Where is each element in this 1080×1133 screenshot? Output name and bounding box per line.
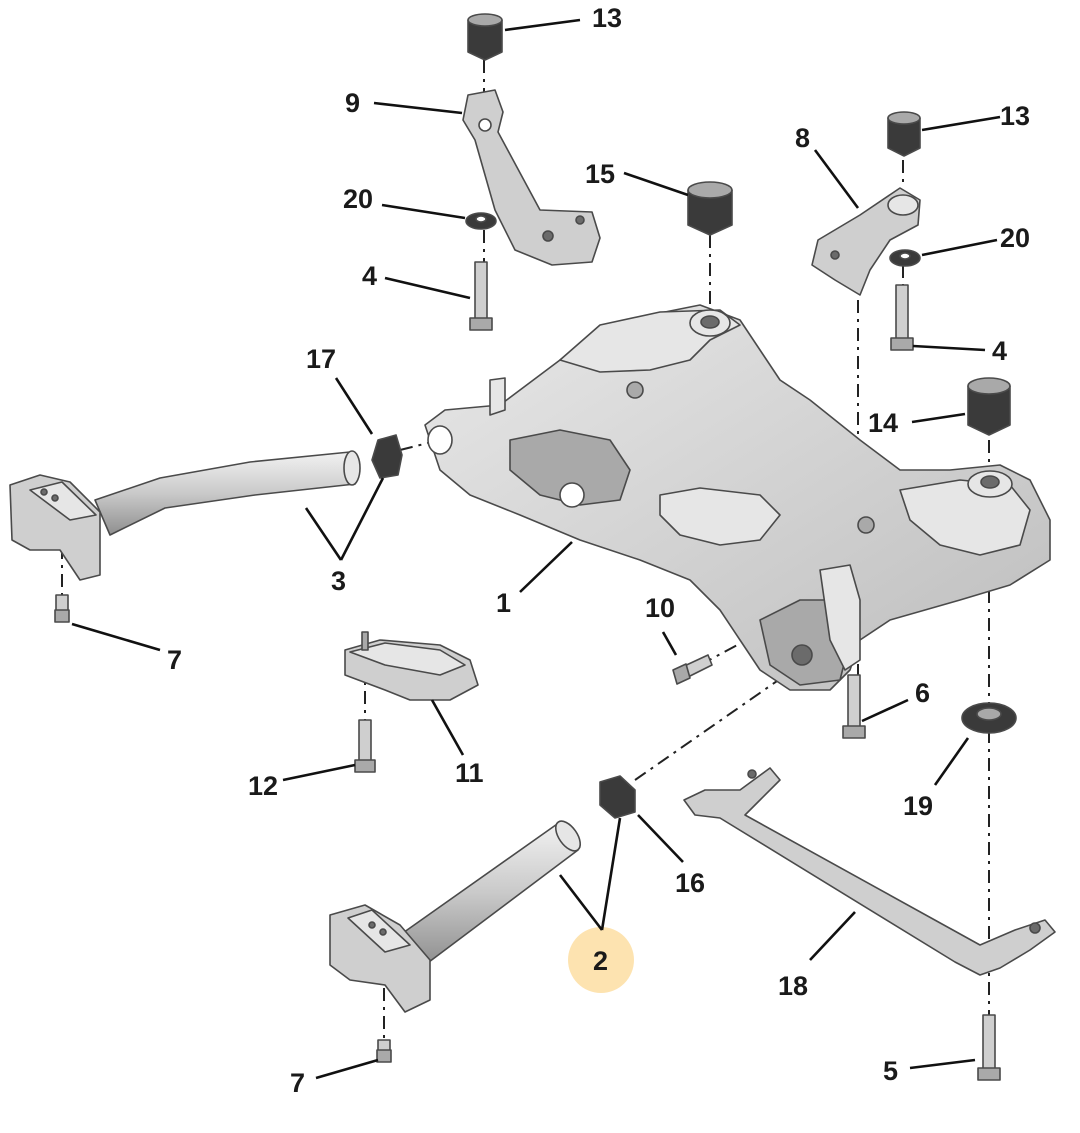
callout-14: 14	[868, 408, 898, 438]
leader-lines	[71, 18, 1001, 1080]
callout-13-top: 13	[592, 3, 622, 33]
callout-1: 1	[496, 588, 511, 618]
callout-5: 5	[883, 1056, 898, 1086]
bushing-13-right	[887, 111, 921, 157]
callout-18: 18	[778, 971, 808, 1001]
brace-part-18	[683, 767, 1056, 976]
callout-7-left: 7	[167, 645, 182, 675]
subframe-part-1	[424, 304, 1051, 691]
callout-12: 12	[248, 771, 278, 801]
arm-tube-part-3	[9, 434, 403, 581]
washer-20-left	[465, 212, 497, 230]
callout-17: 17	[306, 344, 336, 374]
callout-2: 2	[593, 946, 608, 976]
callout-8: 8	[795, 123, 810, 153]
callout-15: 15	[585, 159, 615, 189]
callout-4-right: 4	[992, 336, 1007, 366]
bushing-14	[967, 377, 1011, 436]
callout-9: 9	[345, 88, 360, 118]
callout-19: 19	[903, 791, 933, 821]
callout-6: 6	[915, 678, 930, 708]
bolts	[54, 261, 1001, 1081]
bushing-13-top	[467, 13, 503, 61]
washer-20-right	[889, 249, 921, 267]
arm-tube-part-2	[329, 775, 636, 1013]
bushing-15	[687, 181, 733, 236]
bracket-part-11	[344, 631, 479, 701]
callout-3: 3	[331, 566, 346, 596]
callout-10: 10	[645, 593, 675, 623]
callout-4-left: 4	[362, 261, 377, 291]
callout-7-bottom: 7	[290, 1068, 305, 1098]
callout-13-right: 13	[1000, 101, 1030, 131]
highlight-circle	[568, 927, 634, 993]
washer-19	[961, 702, 1017, 734]
callout-20-left: 20	[343, 184, 373, 214]
callout-11: 11	[455, 758, 484, 788]
callout-20-right: 20	[1000, 223, 1030, 253]
mount-bracket-part-9	[462, 89, 601, 266]
mount-bracket-part-8	[811, 187, 921, 296]
callout-16: 16	[675, 868, 705, 898]
callout-labels: 13 9 20 4 15 8 13 20 4 14 17 3 1 7 10 11…	[167, 3, 1030, 1098]
